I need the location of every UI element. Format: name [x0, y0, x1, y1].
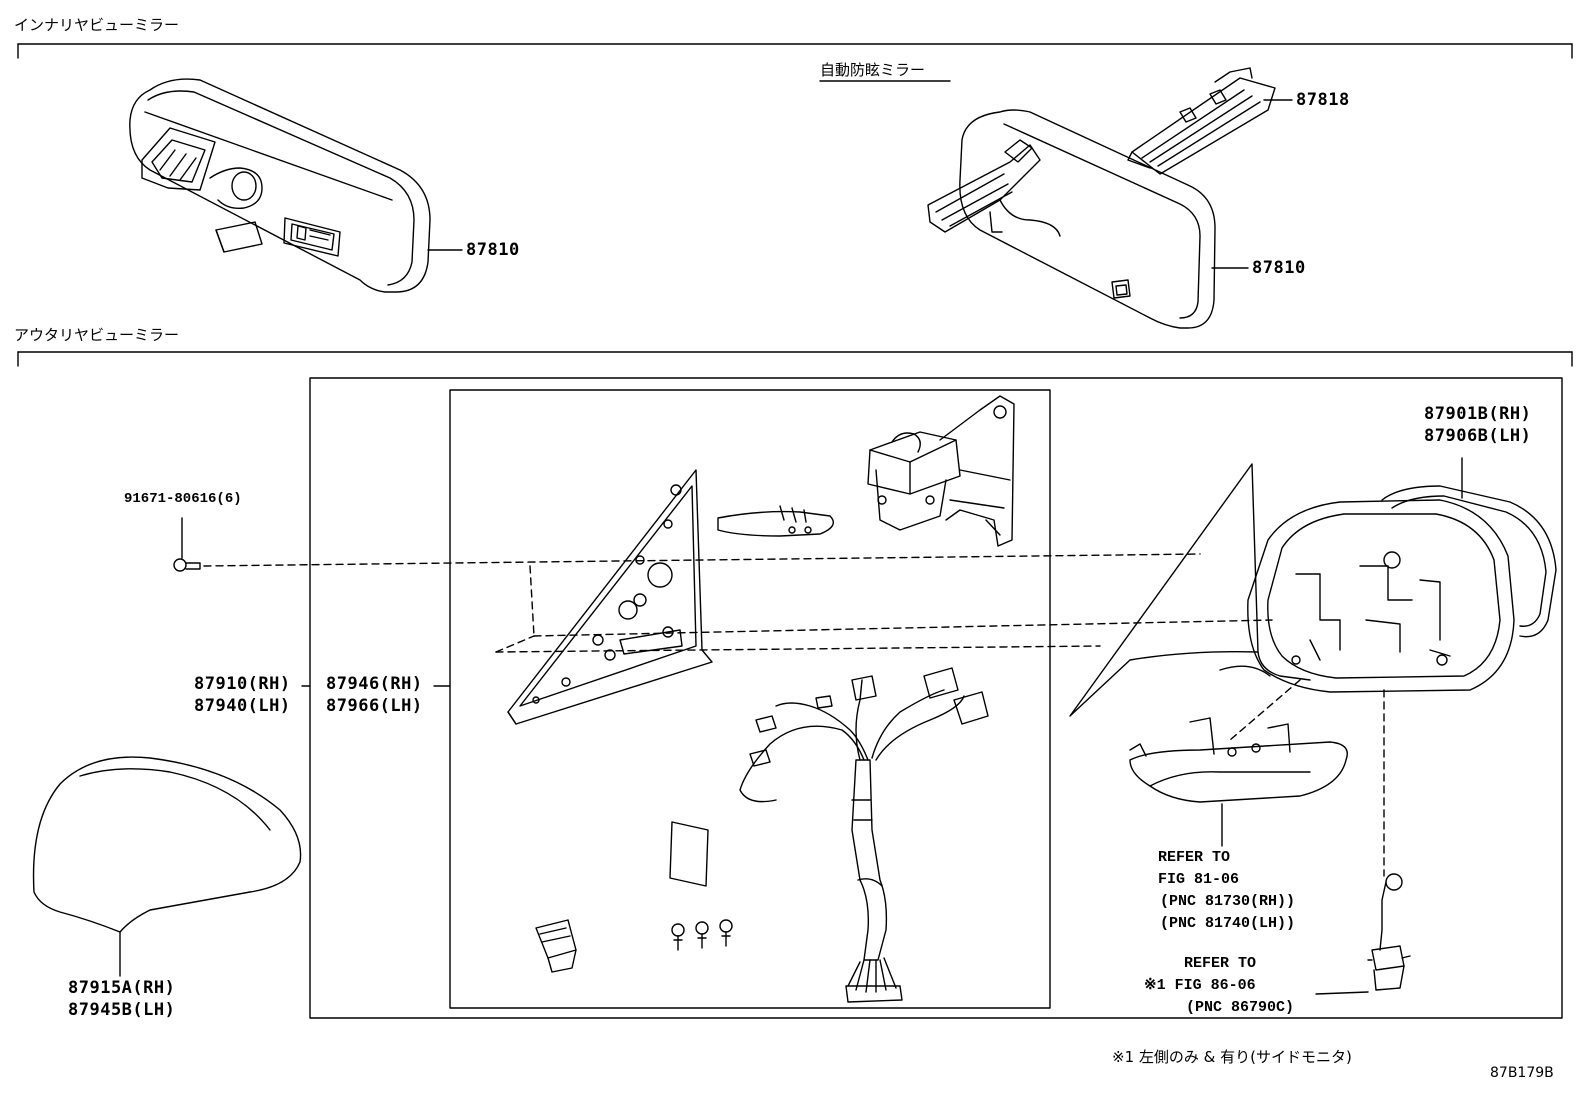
auto-dimming-label: 自動防眩ミラー	[820, 61, 926, 79]
diagram-code: 87B179B	[1490, 1065, 1554, 1081]
assembly-outer-box	[309, 377, 1563, 1019]
part-label-87910: 87910(RH)	[194, 674, 291, 694]
inner-mirror-auto-dimming	[927, 109, 1216, 329]
part-label-screw-91671: 91671-80616(6)	[124, 491, 242, 507]
part-label-87915a: 87915A(RH)	[68, 978, 176, 998]
part-label-87946: 87946(RH)	[326, 674, 423, 694]
ref1-line1: REFER TO	[1158, 849, 1231, 866]
part-label-87966: 87966(LH)	[326, 696, 423, 716]
bracket-87818	[1127, 67, 1276, 175]
assembly-dashed-lines	[203, 553, 1385, 877]
connector-clip	[535, 919, 577, 973]
outer-mirror-section-title: アウタリヤビューミラー	[14, 326, 180, 344]
side-monitor-unit	[1315, 873, 1411, 995]
part-label-87901b: 87901B(RH)	[1424, 404, 1532, 424]
wiring-harness	[739, 667, 989, 1003]
part-label-87810-right: 87810	[1252, 258, 1306, 278]
outer-leader-lines	[301, 457, 1463, 687]
screws-set	[671, 919, 733, 951]
ref1-line3: (PNC 81730(RH))	[1160, 893, 1296, 910]
turn-signal-lamp	[1129, 717, 1348, 847]
part-label-87810-left: 87810	[466, 240, 520, 260]
mirror-cover	[32, 756, 302, 977]
part-label-87940: 87940(LH)	[194, 696, 291, 716]
inner-leader-lines	[427, 99, 1293, 269]
inner-mirror-left	[129, 78, 431, 293]
ref1-line2: FIG 81-06	[1158, 871, 1240, 888]
screw-91671	[173, 517, 201, 572]
footer-note: ※1 左側のみ & 有り(サイドモニタ)	[1112, 1048, 1352, 1066]
mirror-base-plate	[507, 469, 713, 725]
part-label-87906b: 87906B(LH)	[1424, 426, 1532, 446]
inner-section-bracket	[17, 43, 1573, 59]
part-label-87818: 87818	[1296, 90, 1350, 110]
ref2-line2: ※1 FIG 86-06	[1144, 977, 1256, 994]
mirror-housing	[1069, 463, 1557, 717]
part-label-87945b: 87945B(LH)	[68, 1000, 176, 1020]
small-bracket	[717, 505, 834, 537]
assembly-inner-box	[449, 389, 1051, 1009]
inner-mirror-section-title: インナリヤビューミラー	[14, 16, 180, 34]
outer-section-bracket	[17, 351, 1573, 367]
adhesive-pad	[669, 821, 709, 887]
ref2-line3: (PNC 86790C)	[1186, 999, 1295, 1016]
ref2-line1: REFER TO	[1184, 955, 1257, 972]
mirror-actuator	[867, 395, 1015, 547]
ref1-line4: (PNC 81740(LH))	[1160, 915, 1296, 932]
